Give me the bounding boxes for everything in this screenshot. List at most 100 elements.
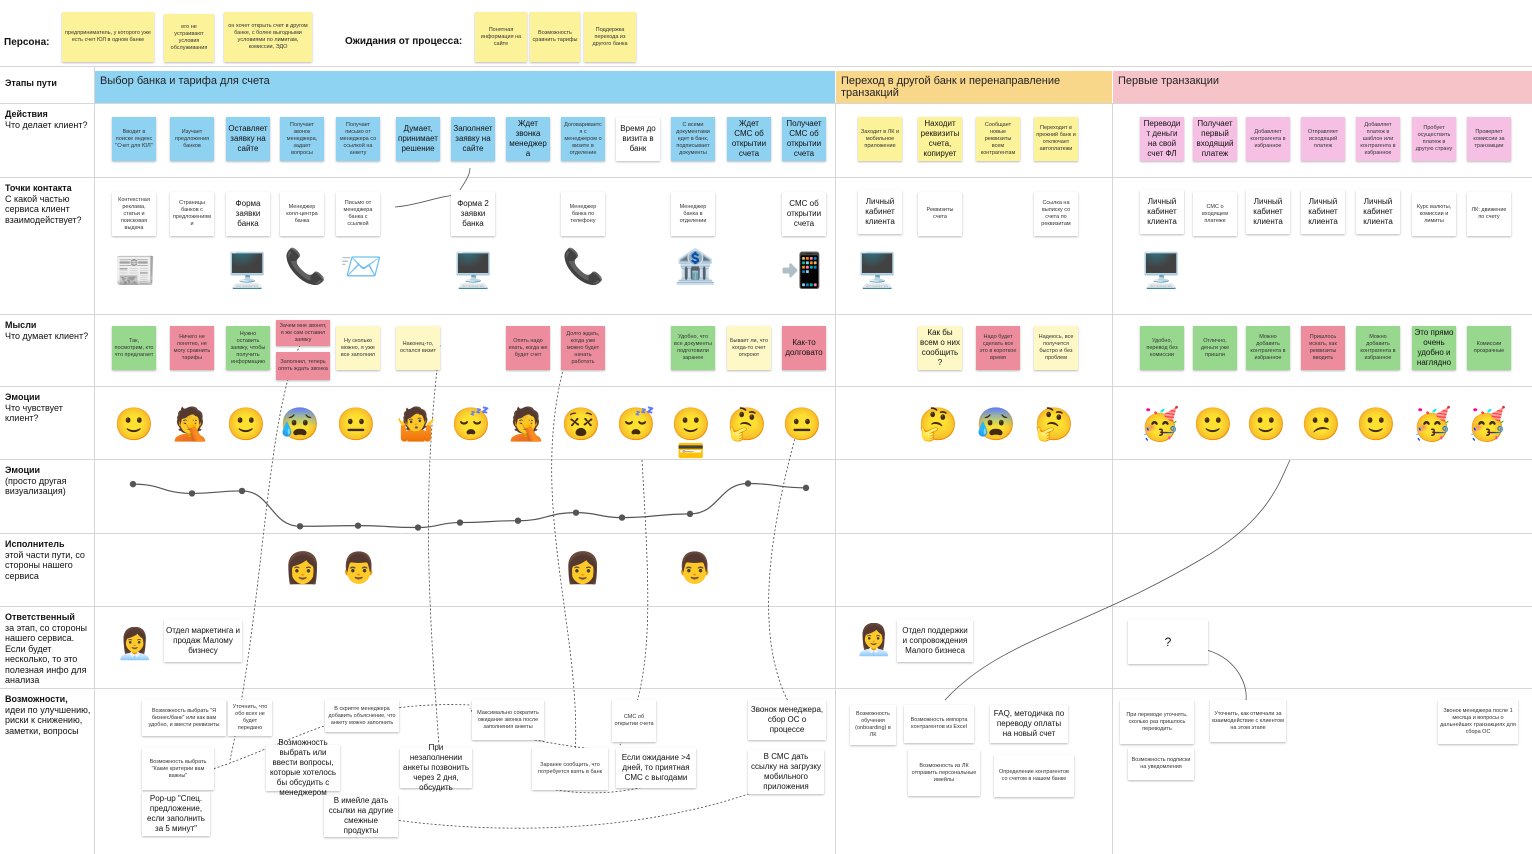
stage-first-transactions[interactable]: Первые транзакции (1113, 71, 1532, 103)
thought-note[interactable]: Зачем мне звонят, я же сам оставил заявк… (276, 320, 330, 346)
thought-note[interactable]: Комиссии прозрачные (1467, 326, 1511, 370)
idea-note[interactable]: Возможность подписки на уведомления (1128, 748, 1194, 780)
thought-note[interactable]: Как-то долговато (782, 326, 826, 370)
touchpoint-note[interactable]: Менеджер банка в отделении (671, 192, 715, 236)
thought-note[interactable]: Надеюсь, все получится быстро и без проб… (1034, 326, 1078, 370)
owner-note[interactable]: Отдел маркетинга и продаж Малому бизнесу (164, 620, 242, 662)
touchpoint-note[interactable]: Личный кабинет клиента (1356, 190, 1400, 234)
action-note[interactable]: Ждет СМС об открытии счета (727, 117, 771, 161)
idea-note[interactable]: СМС об открытии счета (612, 700, 656, 742)
thought-note[interactable]: Опять надо ехать, когда же будет счет (506, 326, 550, 370)
action-note[interactable]: Отправляет исходящий платеж (1301, 117, 1345, 161)
action-note[interactable]: Получает письмо от менеджера со ссылкой … (336, 117, 380, 161)
thought-note[interactable]: Так, посмотрим, кто что предлагает (112, 326, 156, 370)
touchpoint-note[interactable]: Форма заявки банка (226, 192, 270, 236)
action-note[interactable]: Вводит в поиске яндекс "Счет для ЮЛ" (112, 117, 156, 161)
touchpoint-note[interactable]: Страницы банков с предложениями (170, 192, 214, 236)
owner-note[interactable]: ? (1128, 620, 1208, 664)
idea-note[interactable]: Возможность выбрать "Какие критерии вам … (142, 748, 214, 790)
action-note[interactable]: Пробует осуществить платеж в другую стра… (1412, 117, 1456, 161)
thought-note[interactable]: Ничего не понятно, не могу сравнить тари… (170, 326, 214, 370)
thought-note[interactable]: Долго ждать, когда уже можно будет начат… (561, 326, 605, 370)
idea-note[interactable]: Максимально сократить ожидание звонка по… (472, 700, 544, 740)
thought-note[interactable]: Ну сколько можно, я уже все заполнил (336, 326, 380, 370)
stage-select-bank[interactable]: Выбор банка и тарифа для счета (95, 71, 835, 103)
expectation-note[interactable]: Понятная информация на сайте (475, 12, 527, 62)
touchpoint-note[interactable]: СМС об открытии счета (782, 192, 826, 236)
action-note[interactable]: Находит реквизиты счета, копирует (918, 117, 962, 161)
action-note[interactable]: Договаривается с менеджером о визите в о… (561, 117, 605, 161)
touchpoint-note[interactable]: Личный кабинет клиента (1246, 190, 1290, 234)
touchpoint-note[interactable]: Менеджер банка по телефону (561, 192, 605, 236)
owner-note[interactable]: Отдел поддержки и сопровождения Малого б… (897, 620, 973, 662)
thought-note[interactable]: Это прямо очень удобно и наглядно (1412, 326, 1456, 370)
action-note[interactable]: Изучает предложения банков (170, 117, 214, 161)
thought-note[interactable]: Надо будет сделать все это в короткое вр… (976, 326, 1020, 370)
idea-note[interactable]: В скрипте менеджера добавить объяснение,… (325, 700, 399, 732)
idea-note[interactable]: В СМС дать ссылку на загрузку мобильного… (748, 750, 824, 794)
thought-note[interactable]: Как бы всем о них сообщить? (918, 326, 962, 370)
touchpoint-note[interactable]: Форма 2 заявки банка (451, 192, 495, 236)
idea-note[interactable]: Pop-up "Спец. предложение, если заполнит… (142, 792, 210, 836)
idea-note[interactable]: Возможность импорта контрагентов из Exce… (904, 705, 974, 743)
touchpoint-note[interactable]: СМС о входящем платеже (1193, 192, 1237, 236)
idea-note[interactable]: Уточнить, как отмечали за взаимодействие… (1210, 700, 1286, 742)
idea-note[interactable]: Заранее сообщить, что потребуется взять … (532, 748, 608, 790)
action-note[interactable]: Переходит в прежний банк и отключает авт… (1034, 117, 1078, 161)
idea-note[interactable]: При переводе уточнять, сколько раз пришл… (1120, 700, 1194, 744)
idea-note[interactable]: Звонок менеджера, сбор ОС о процессе (748, 700, 826, 740)
persona-note[interactable]: он хочет открыть счет в другом банке, с … (224, 12, 312, 62)
action-note[interactable]: Заполняет заявку на сайте (451, 117, 495, 161)
action-note[interactable]: Переводит деньги на свой счет ФЛ (1140, 117, 1184, 161)
action-note[interactable]: Время до визита в банк (616, 117, 660, 161)
thought-note[interactable]: Пришлось искать, как реквизиты вводить (1301, 326, 1345, 370)
touchpoint-note[interactable]: Личный кабинет клиента (858, 190, 902, 234)
thought-note[interactable]: Можно добавить контрагента в избранное (1246, 326, 1290, 370)
action-note[interactable]: Заходит в ЛК и мобильное приложение (858, 117, 902, 161)
touchpoint-note[interactable]: Реквизиты счета (918, 192, 962, 236)
action-note[interactable]: С всеми документами едет в банк, подписы… (671, 117, 715, 161)
thought-note[interactable]: Можно добавить контрагента в избранное (1356, 326, 1400, 370)
idea-note[interactable]: Звонок менеджера после 1 месяца и вопрос… (1438, 700, 1518, 744)
idea-note[interactable]: В имейле дать ссылки на другие смежные п… (324, 795, 398, 837)
expectation-note[interactable]: Поддержка перехода из другого банка (584, 12, 636, 62)
idea-note[interactable]: Определение контрагентов со счетом в наш… (994, 755, 1074, 797)
action-note[interactable]: Получает звонок менеджера, задает вопрос… (280, 117, 324, 161)
idea-note[interactable]: Возможность выбрать или ввести вопросы, … (266, 738, 340, 797)
thought-note[interactable]: Бывает ли, что когда-то счет откроют (727, 326, 771, 370)
touchpoint-note[interactable]: Менеджер колл-центра банка (280, 192, 324, 236)
action-note[interactable]: Добавляет платеж в шаблон или контрагент… (1356, 117, 1400, 161)
thought-note[interactable]: Удобно, перевод без комиссии (1140, 326, 1184, 370)
touchpoint-note[interactable]: Ссылка на выписку со счета по реквизитам (1034, 192, 1078, 236)
touchpoint-note[interactable]: Письмо от менеджера банка с ссылкой (336, 192, 380, 236)
idea-note[interactable]: FAQ, методичка по переводу оплаты на нов… (990, 705, 1068, 743)
persona-note[interactable]: его не устраивают условия обслуживания (164, 14, 214, 62)
idea-note[interactable]: Уточнить, что обо всех не будет передано (228, 700, 272, 736)
thought-note[interactable]: Отлично, деньги уже пришли (1193, 326, 1237, 370)
action-note[interactable]: Получает первый входящий платеж (1193, 117, 1237, 161)
idea-note[interactable]: Возможность выбрать "Я бизнес/банк" или … (142, 700, 226, 736)
thought-note[interactable]: Удобно, что все документы подготовили за… (671, 326, 715, 370)
idea-note[interactable]: Если ожидание >4 дней, то приятная СМС с… (616, 748, 696, 788)
touchpoint-note[interactable]: ЛК: движение по счету (1467, 192, 1511, 236)
touchpoint-note[interactable]: Контекстная реклама, статьи и поисковая … (112, 192, 156, 236)
action-note[interactable]: Проверяет комиссии за транзакции (1467, 117, 1511, 161)
action-note[interactable]: Получает СМС об открытии счета (782, 117, 826, 161)
touchpoint-note[interactable]: Курс валюты, комиссии и лимиты (1412, 192, 1456, 236)
action-note[interactable]: Оставляет заявку на сайте (226, 117, 270, 161)
idea-note[interactable]: При незаполнении анкеты позвонить через … (400, 743, 472, 792)
action-note[interactable]: Думает, принимает решение (396, 117, 440, 161)
touchpoint-note[interactable]: Личный кабинет клиента (1140, 190, 1184, 234)
stage-switch-bank[interactable]: Переход в другой банк и перенаправление … (836, 71, 1112, 103)
persona-note[interactable]: предприниматель, у которого уже есть сче… (62, 12, 154, 62)
action-note[interactable]: Добавляет контрагента в избранное (1246, 117, 1290, 161)
thought-note[interactable]: Наконец-то, остался визит (396, 326, 440, 370)
action-note[interactable]: Сообщает новые реквизиты всем контрагент… (976, 117, 1020, 161)
action-note[interactable]: Ждет звонка менеджера (506, 117, 550, 161)
thought-note[interactable]: Нужно оставить заявку, чтобы получить ин… (226, 326, 270, 370)
touchpoint-note[interactable]: Личный кабинет клиента (1301, 190, 1345, 234)
thought-note[interactable]: Заполнил, теперь опять ждать звонка (276, 352, 330, 380)
expectation-note[interactable]: Возможность сравнить тарифы (530, 12, 580, 62)
idea-note[interactable]: Возможность обучения (onboarding) в ЛК (850, 705, 896, 745)
idea-note[interactable]: Возможность из ЛК отправить персональные… (908, 750, 980, 796)
